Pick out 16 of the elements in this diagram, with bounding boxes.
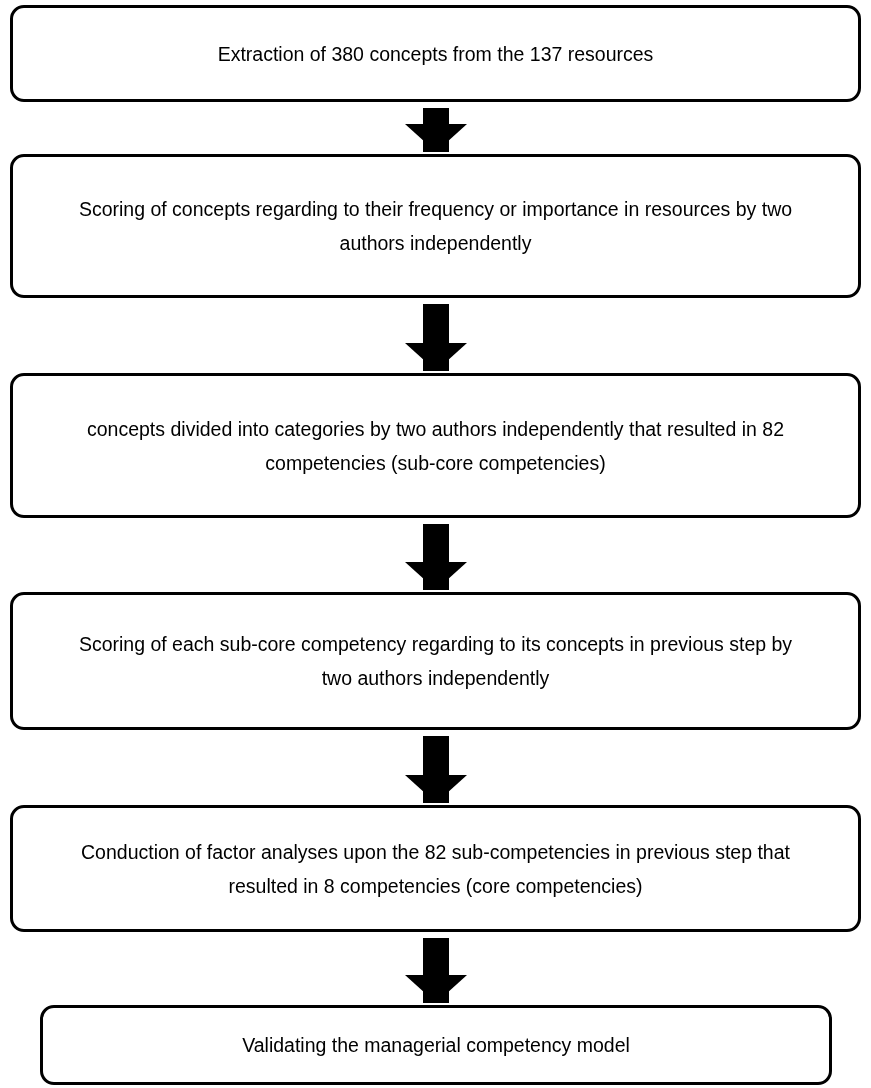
step-text: concepts divided into categories by two authors independently that resulted in 82 competencies (sub-core competencies) [86,416,785,476]
process-box [40,1005,832,1085]
block-arrow [405,108,467,152]
step-text: Conduction of factor analyses upon the 82 sub-competencies in previous step that resulted in 8 competencies (core competencies) [80,839,791,899]
step-text: Extraction of 380 concepts from the 137 resources [217,41,654,67]
step-text: Validating the managerial competency model [242,1033,630,1058]
step-text: Scoring of each sub-core competency regarding to its concepts in previous step by two authors independently [77,632,794,691]
process-box [10,5,861,102]
process-box [10,373,861,518]
step-text: Scoring of concepts regarding to their frequency or importance in resources by two authors independently [77,197,794,256]
process-box [10,154,861,298]
block-arrow [405,304,467,371]
block-arrow [405,736,467,803]
process-box [10,805,861,932]
block-arrow [405,524,467,590]
process-box [10,592,861,730]
